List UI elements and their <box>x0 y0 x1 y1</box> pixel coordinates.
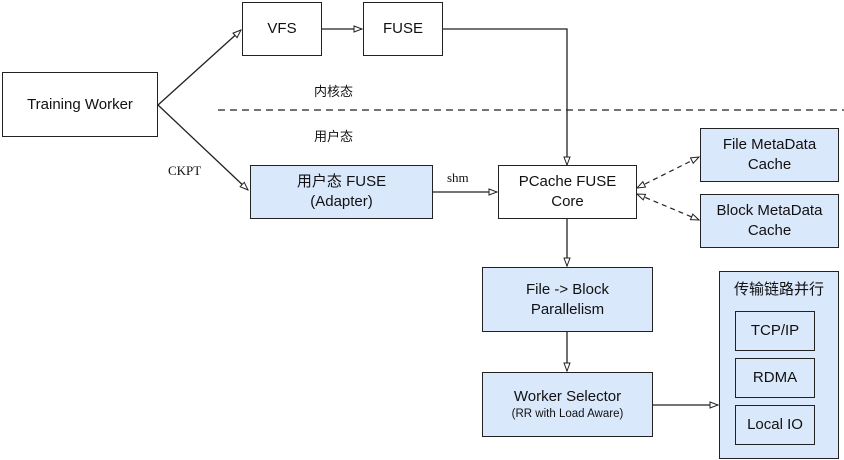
fuse-label: FUSE <box>382 20 423 37</box>
pcache-fuse-core-node: PCache FUSE Core <box>498 165 637 219</box>
file-block-line1: File -> Block <box>526 280 609 298</box>
arrow-pcache-block-meta <box>637 193 699 221</box>
arrow-worker-to-user-fuse <box>157 104 248 190</box>
arrow-pcache-file-meta <box>637 157 699 188</box>
file-block-line2: Parallelism <box>530 300 605 318</box>
kernel-mode-label: 内核态 <box>314 84 354 99</box>
worker-selector-line1: Worker Selector <box>513 388 622 405</box>
block-meta-line2: Cache <box>747 222 792 239</box>
worker-selector-line2: (RR with Load Aware) <box>511 408 624 420</box>
file-metadata-cache-node: File MetaData Cache <box>700 128 839 182</box>
transport-item-rdma: RDMA <box>735 358 815 398</box>
shm-label: shm <box>447 170 469 185</box>
fuse-node: FUSE <box>363 2 443 56</box>
training-worker-node: Training Worker <box>2 72 158 137</box>
vfs-node: VFS <box>242 2 322 56</box>
file-meta-line2: Cache <box>747 156 792 173</box>
arrow-fuse-to-pcache <box>443 28 567 165</box>
transport-item-tcp-ip: TCP/IP <box>735 311 815 351</box>
user-fuse-adapter-node: 用户态 FUSE (Adapter) <box>250 165 433 219</box>
block-meta-line1: Block MetaData <box>716 202 823 219</box>
user-mode-label: 用户态 <box>314 129 354 144</box>
file-block-parallelism-node: File -> Block Parallelism <box>482 267 653 332</box>
tcp-ip-label: TCP/IP <box>750 322 800 339</box>
training-worker-label: Training Worker <box>27 95 133 113</box>
transport-group-title: 传输链路并行 <box>733 281 824 298</box>
ckpt-label: CKPT <box>168 163 202 178</box>
transport-item-local-io: Local IO <box>735 405 815 445</box>
pcache-line2: Core <box>551 193 584 210</box>
block-metadata-cache-node: Block MetaData Cache <box>700 194 839 248</box>
user-fuse-line2: (Adapter) <box>310 193 373 210</box>
file-meta-line1: File MetaData <box>722 136 817 153</box>
local-io-label: Local IO <box>747 416 803 433</box>
arrow-worker-to-vfs <box>157 30 241 106</box>
rdma-label: RDMA <box>752 369 798 386</box>
worker-selector-node: Worker Selector (RR with Load Aware) <box>482 372 653 437</box>
vfs-label: VFS <box>267 20 297 37</box>
user-fuse-line1: 用户态 FUSE <box>296 173 387 190</box>
pcache-line1: PCache FUSE <box>518 173 617 190</box>
